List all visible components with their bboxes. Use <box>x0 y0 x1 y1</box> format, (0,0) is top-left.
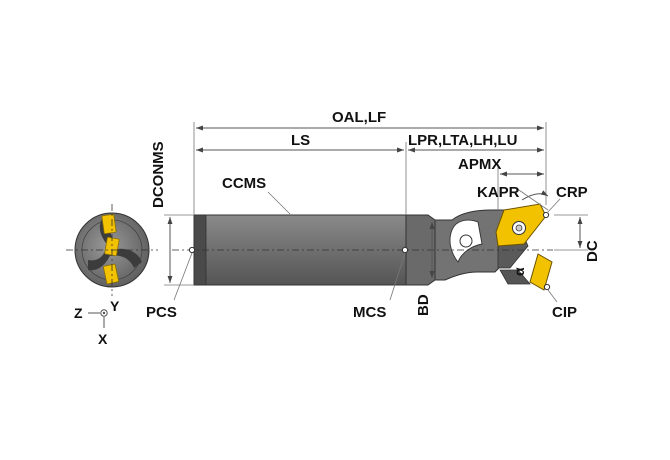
cip-label: CIP <box>552 304 577 321</box>
ls-label: LS <box>291 132 310 149</box>
dimensions <box>164 122 588 303</box>
end-view-insert-top <box>101 213 117 235</box>
axis-z-label: Z <box>74 305 83 321</box>
pcs-point <box>188 246 196 254</box>
dconms-label: DCONMS <box>150 141 167 208</box>
alpha-label: α <box>511 267 527 276</box>
end-view-insert-bottom <box>103 263 119 285</box>
end-view <box>66 204 158 296</box>
crp-label: CRP <box>556 184 588 201</box>
cip-point <box>543 283 551 291</box>
bd-label: BD <box>415 294 432 316</box>
pcs-label: PCS <box>146 304 177 321</box>
tool-shank <box>193 214 407 286</box>
kapr-arc <box>521 190 549 201</box>
crp-point <box>542 211 550 219</box>
dc-label: DC <box>584 240 601 262</box>
end-view-insert-mid <box>104 236 120 257</box>
tool-side-view <box>172 203 553 291</box>
kapr-label: KAPR <box>477 184 520 201</box>
ccms-label: CCMS <box>222 175 266 192</box>
apmx-label: APMX <box>458 156 501 173</box>
oal-lf-label: OAL,LF <box>332 109 386 126</box>
lpr-lta-lh-lu-label: LPR,LTA,LH,LU <box>408 132 517 149</box>
coordinate-axes: Z Y X <box>74 298 120 347</box>
mcs-label: MCS <box>353 304 386 321</box>
axis-y-label: Y <box>110 298 120 314</box>
axis-x-label: X <box>98 331 108 347</box>
mcs-point <box>401 246 409 254</box>
cutting-insert-lower <box>529 253 553 291</box>
